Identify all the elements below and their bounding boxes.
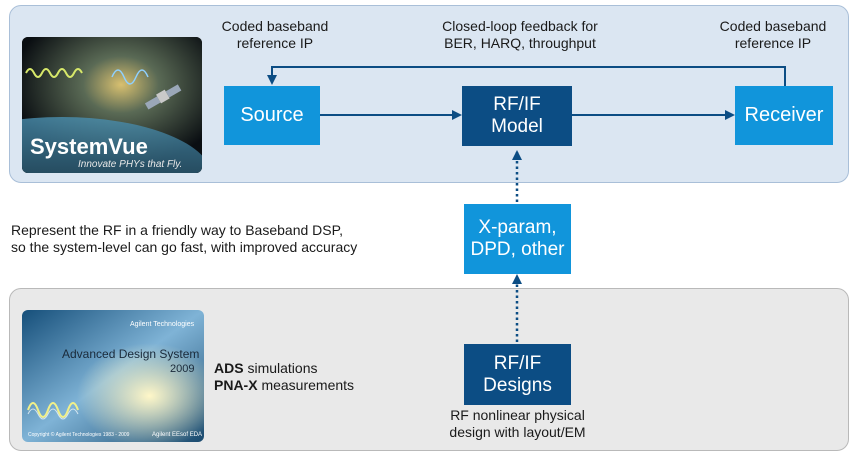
rf-nonlinear-text: RF nonlinear physical design with layout… <box>430 407 605 441</box>
rf-nonlinear-line2: design with layout/EM <box>449 424 586 440</box>
ads-year: 2009 <box>170 363 194 375</box>
source-box: Source <box>224 86 320 145</box>
systemvue-logo: SystemVue Innovate PHYs that Fly. <box>22 37 202 173</box>
x-param-line1: X-param, <box>478 217 557 239</box>
represent-rf-text: Represent the RF in a friendly way to Ba… <box>11 222 451 256</box>
rf-if-model-line1: RF/IF <box>493 94 541 116</box>
ads-2009-logo: Agilent Technologies Advanced Design Sys… <box>22 310 204 442</box>
rf-if-model-box: RF/IF Model <box>462 86 572 146</box>
rf-if-model-line2: Model <box>491 116 543 137</box>
systemvue-title: SystemVue <box>30 134 148 159</box>
rf-if-designs-line1: RF/IF <box>493 352 542 374</box>
represent-rf-line2: so the system-level can go fast, with im… <box>11 239 358 255</box>
ads-copyright: Copyright © Agilent Technologies 1983 - … <box>28 431 130 438</box>
rf-nonlinear-line1: RF nonlinear physical <box>450 407 585 423</box>
ads-edition: Agilent EEsof EDA <box>152 432 202 438</box>
ads-brand: Agilent Technologies <box>130 321 195 328</box>
source-label: Source <box>240 104 304 126</box>
systemvue-tagline: Innovate PHYs that Fly. <box>78 159 182 170</box>
closed-loop-feedback-label: Closed-loop feedback for BER, HARQ, thro… <box>442 18 598 51</box>
x-param-line2: DPD, other <box>470 239 565 260</box>
pna-bold: PNA-X <box>214 377 258 393</box>
x-param-box: X-param, DPD, other <box>464 204 571 274</box>
ads-simulations-line: ADS simulations <box>214 360 414 377</box>
receiver-box: Receiver <box>735 86 833 145</box>
ads-logo-art: Agilent Technologies Advanced Design Sys… <box>22 310 204 442</box>
coded-baseband-label-left: Coded baseband reference IP <box>221 18 329 51</box>
rf-if-designs-box: RF/IF Designs <box>464 344 571 405</box>
feedback-loop-arrow <box>267 66 786 86</box>
receiver-label: Receiver <box>744 104 824 126</box>
ads-bold: ADS <box>214 360 244 376</box>
systemvue-logo-art: SystemVue Innovate PHYs that Fly. <box>22 37 202 173</box>
coded-baseband-label-right: Coded baseband reference IP <box>719 18 827 51</box>
ads-rest: simulations <box>243 360 318 376</box>
ads-pna-text: ADS simulations PNA-X measurements <box>214 360 414 394</box>
ads-title: Advanced Design System <box>62 347 199 361</box>
pna-rest: measurements <box>257 377 355 393</box>
represent-rf-line1: Represent the RF in a friendly way to Ba… <box>11 222 344 238</box>
rf-if-designs-line2: Designs <box>483 374 552 396</box>
pna-measurements-line: PNA-X measurements <box>214 377 414 394</box>
